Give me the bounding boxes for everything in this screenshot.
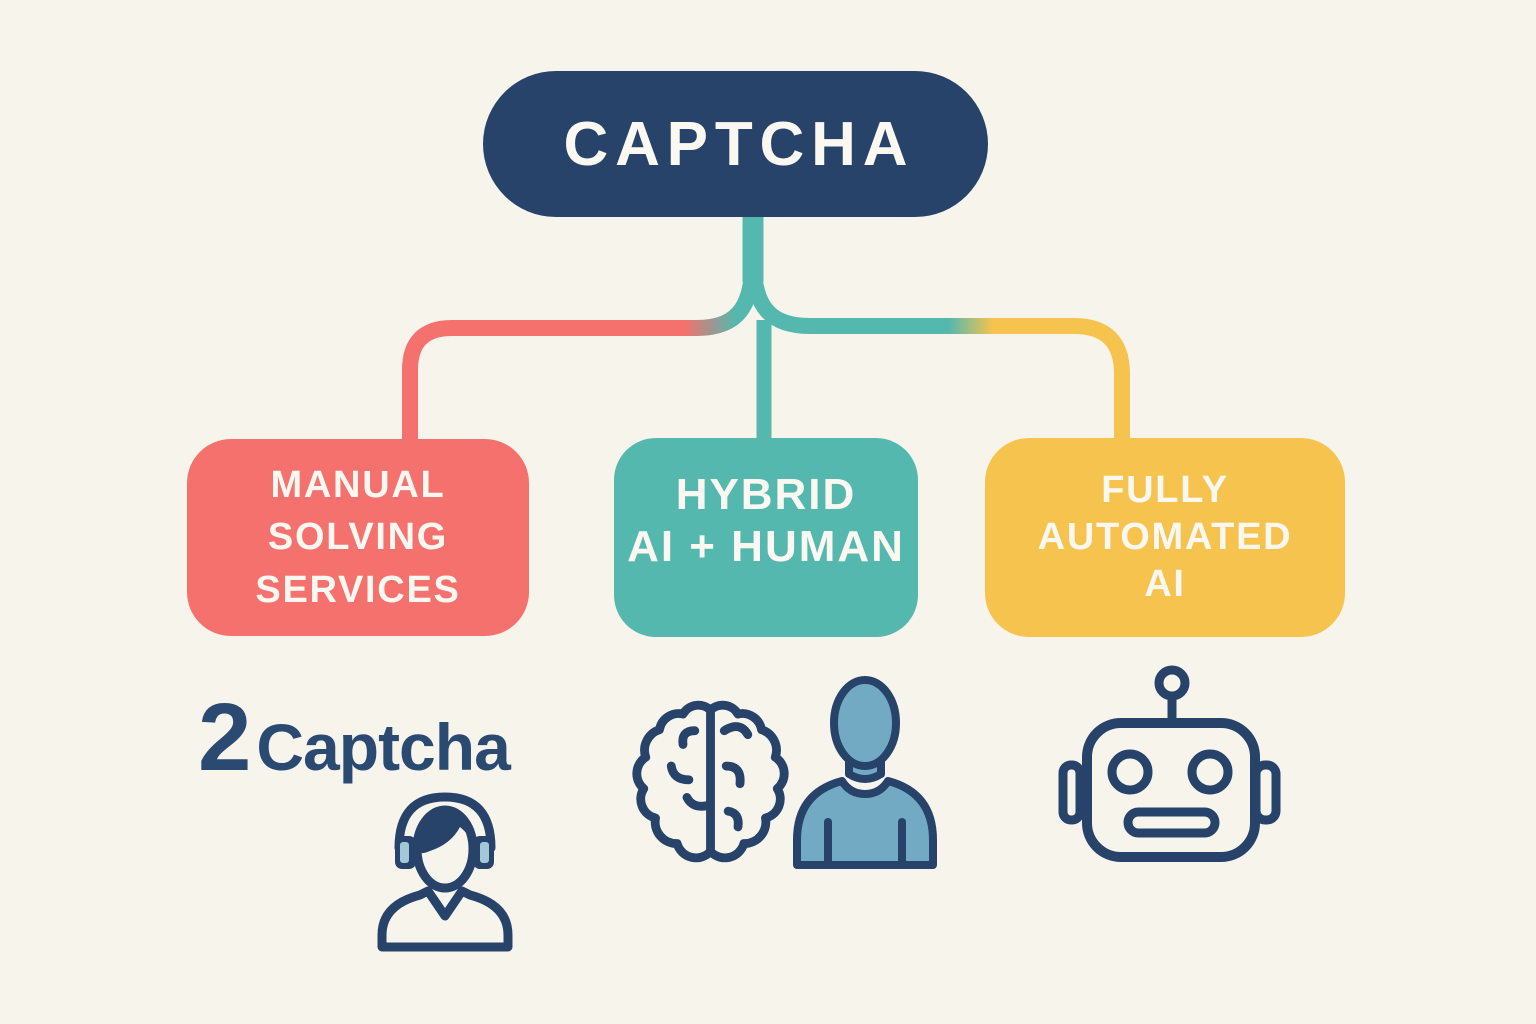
human-torso [793, 777, 937, 869]
robot-mouth [1123, 807, 1220, 838]
headset-ear-pad-right [480, 842, 489, 863]
branch-label-hybrid-ai-human: HYBRID AI + HUMAN [627, 469, 905, 571]
headset-ear-pad-left [400, 842, 409, 863]
robot-icon [1058, 665, 1281, 862]
support-agent-headset-icon [377, 792, 513, 952]
robot-eye-right [1187, 749, 1233, 795]
branch-label-manual-solving: MANUAL SOLVING SERVICES [255, 463, 461, 611]
branch-label-fully-automated-ai: FULLY AUTOMATED AI [1037, 469, 1293, 605]
branch-node-fully-automated-ai: FULLY AUTOMATED AI [985, 438, 1345, 637]
agent-shoulders [377, 886, 513, 952]
agent-hair [417, 813, 475, 854]
brain-fold [682, 793, 713, 811]
2captcha-logo-name: Captcha [256, 710, 510, 784]
headset-band [394, 792, 496, 853]
connector-branch-left [402, 253, 761, 442]
brain-fold [723, 806, 743, 832]
branch-node-hybrid-ai-human: HYBRID AI + HUMAN [614, 438, 918, 637]
human-icon [793, 676, 937, 869]
branch-node-manual-solving: MANUAL SOLVING SERVICES [187, 439, 529, 636]
brain-icon [632, 700, 789, 863]
2captcha-logo-prefix: 2 [198, 684, 252, 791]
robot-ear-left [1058, 760, 1085, 825]
brain-fold [721, 761, 745, 789]
brain-fold [678, 726, 700, 749]
root-node-captcha: CAPTCHA [483, 71, 988, 217]
2captcha-logo: 2 Captcha [198, 684, 511, 791]
brain-fold [719, 722, 753, 740]
brain-fold [666, 761, 694, 785]
robot-eye-left [1107, 749, 1153, 795]
robot-ear-right [1251, 760, 1281, 825]
connector-branch-right [745, 253, 1130, 442]
human-head [830, 676, 900, 770]
root-node-label: CAPTCHA [563, 109, 915, 179]
